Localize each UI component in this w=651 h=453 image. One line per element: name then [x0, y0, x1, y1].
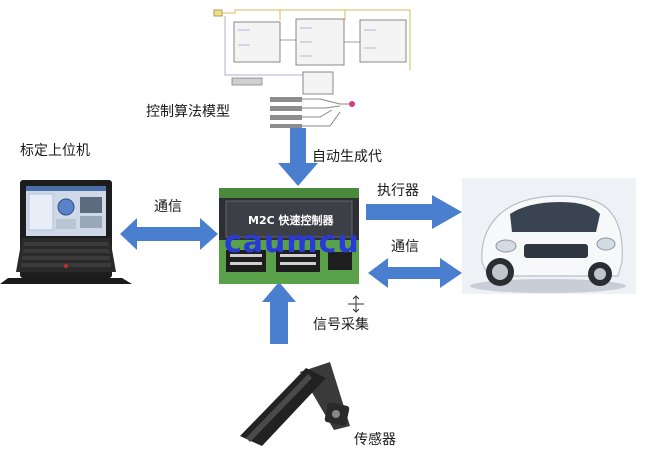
arrow-autogen-down: [278, 128, 318, 186]
model-label: 控制算法模型: [146, 104, 230, 120]
car-grille: [524, 244, 588, 258]
car-windshield: [510, 202, 600, 232]
arrow-actuator-right: [366, 195, 462, 229]
watermark-text: caumcu: [224, 225, 360, 260]
autogen-label: 自动生成代: [312, 149, 382, 165]
model-wire-left: [224, 16, 330, 76]
actuator-label: 执行器: [377, 183, 419, 199]
bus-lines: [270, 97, 355, 128]
comm-right-label: 通信: [391, 239, 419, 255]
model-wire-top: [222, 9, 411, 70]
arrow-comm-right: [368, 258, 462, 288]
block-ports: [238, 27, 376, 57]
signal-label: 信号采集: [313, 317, 369, 333]
sensor-label: 传感器: [354, 432, 396, 448]
subsystem-block-1: [233, 21, 281, 63]
comm-left-label: 通信: [154, 199, 182, 215]
subsystem-block-4: [302, 71, 334, 95]
trackpoint: [64, 264, 68, 268]
calibration-pc-label: 标定上位机: [20, 143, 90, 159]
ecu-lid: [225, 200, 353, 238]
subsystem-block-3: [359, 19, 407, 63]
arrow-comm-left: [120, 218, 218, 250]
ecu-text: M2C 快速控制器: [248, 214, 334, 227]
laptop-base: [0, 278, 132, 284]
gain-block: [231, 77, 263, 86]
screen-gauge-icon: [57, 198, 75, 216]
arrow-signal-up: [262, 282, 296, 344]
